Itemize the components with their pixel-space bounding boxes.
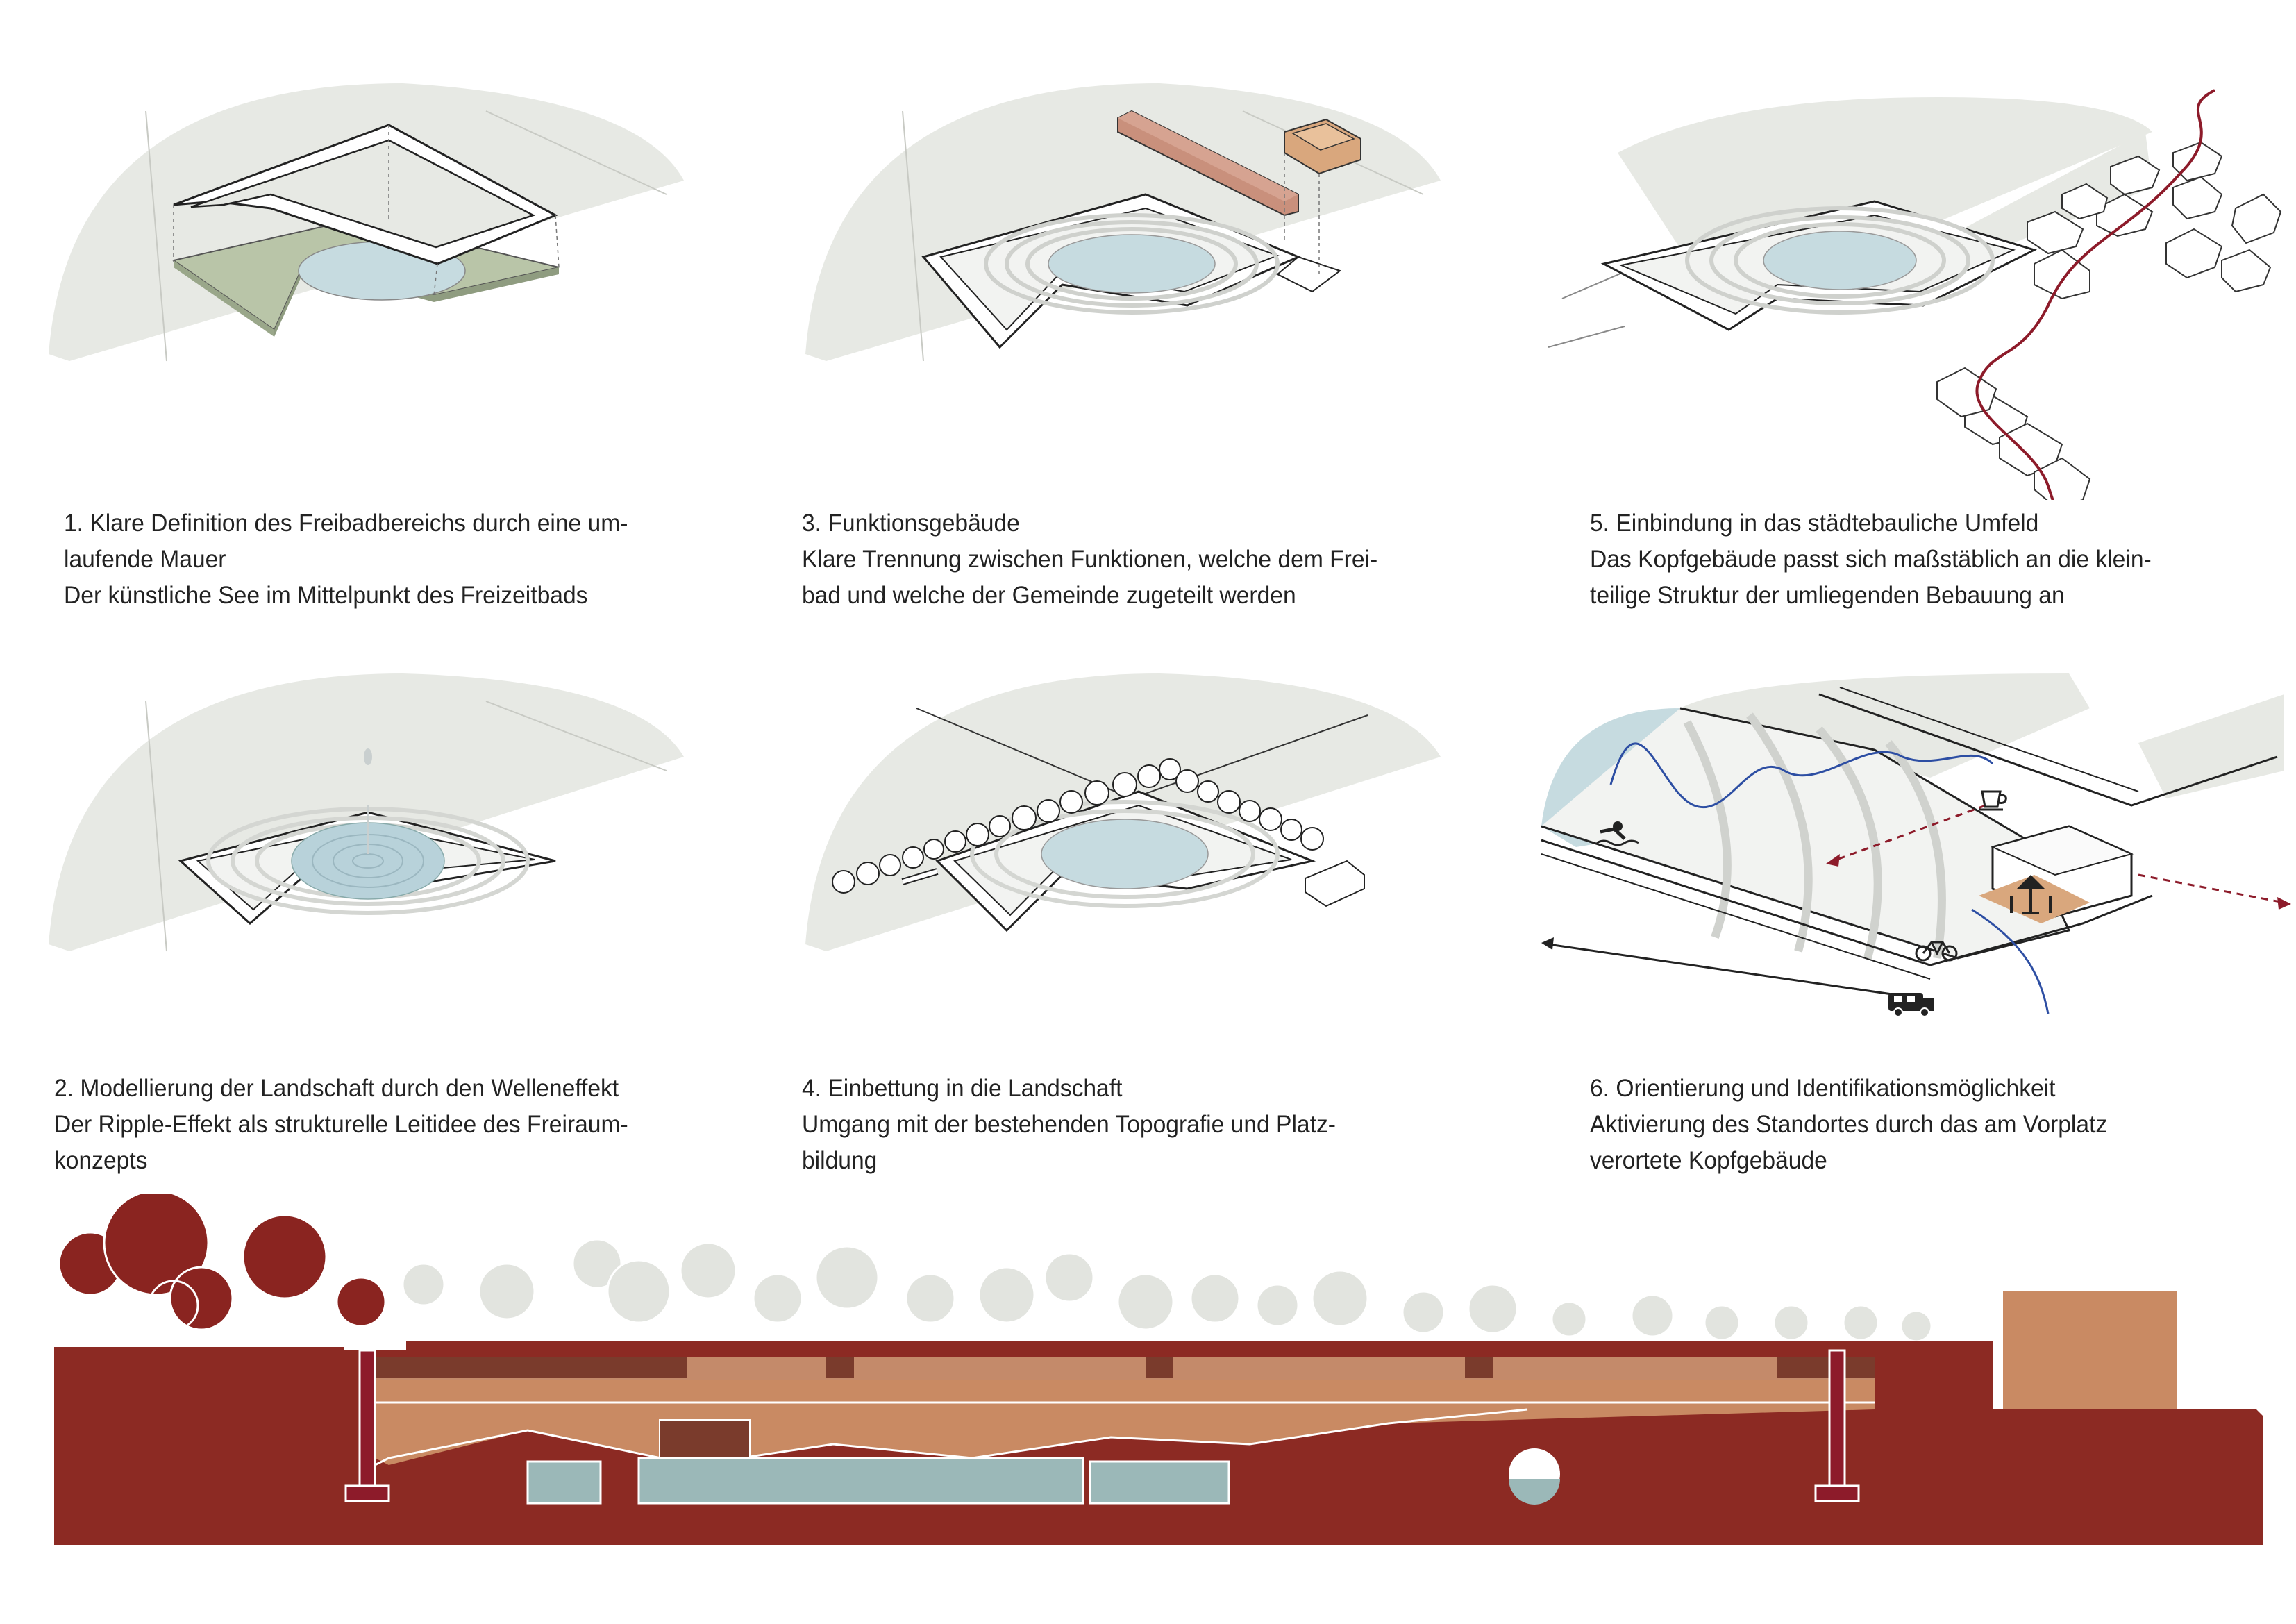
diagram-6-orientation [1541,667,2291,1041]
lake [1048,234,1216,294]
camper-van-icon [1888,993,1934,1017]
cafe-table-icon [2010,875,2052,914]
caption-line: 5. Einbindung in das städtebauliche Umfe… [1590,510,2039,537]
caption-line: 6. Orientierung und Identifikationsmögli… [1590,1075,2056,1102]
boundary-walls [344,1349,1860,1502]
caption-line: 4. Einbettung in die Landschaft [802,1075,1123,1102]
caption-line: laufende Mauer [64,546,226,573]
caption-line: Aktivierung des Standortes durch das am … [1590,1111,2108,1138]
walk-route [1971,908,2050,1014]
caption-line: Klare Trennung zwischen Funktionen, welc… [802,546,1378,573]
pool-building-section [659,1419,751,1459]
trees-red [58,1189,387,1331]
caption-line: 2. Modellierung der Landschaft durch den… [54,1075,619,1102]
caption-1: 1. Klare Definition des Freibadbereichs … [64,505,730,614]
diagram-5-urban-context [1548,83,2284,500]
diagram-4-landscape-embedding [798,653,1465,972]
lake [1041,819,1209,889]
site-section-drawing [0,1189,2296,1559]
trees-grey [401,1238,1933,1343]
caption-line: 1. Klare Definition des Freibadbereichs … [64,510,628,537]
caption-5: 5. Einbindung in das städtebauliche Umfe… [1590,505,2256,614]
red-boundary-line [1975,89,2215,500]
swimmer-icon [1596,821,1639,846]
bicycle-icon [1915,941,1958,962]
road-arrow [1548,943,1931,1001]
caption-line: 3. Funktionsgebäude [802,510,1020,537]
pools [526,1457,1230,1505]
caption-line: Das Kopfgebäude passt sich maßstäblich a… [1590,546,2152,573]
diagram-2-ripple-effect [42,653,708,972]
caption-line: Umgang mit der bestehenden Topografie un… [802,1111,1336,1138]
tree-row [832,758,1324,894]
caption-6: 6. Orientierung und Identifikationsmögli… [1590,1071,2256,1179]
diagram-1-boundary-wall [42,83,708,382]
caption-4: 4. Einbettung in die Landschaft Umgang m… [802,1071,1468,1179]
caption-line: bad und welche der Gemeinde zugeteilt we… [802,582,1296,609]
lake [1763,231,1917,290]
diagram-3-function-buildings [798,83,1465,382]
caption-line: bildung [802,1147,878,1174]
caption-line: verortete Kopfgebäude [1590,1147,1827,1174]
caption-line: konzepts [54,1147,148,1174]
head-building-section [2003,1291,2177,1409]
sightline-right [2138,873,2285,904]
caption-line: Der Ripple-Effekt als strukturelle Leiti… [54,1111,628,1138]
caption-2: 2. Modellierung der Landschaft durch den… [54,1071,721,1179]
water-drop [364,748,372,765]
swim-route [1609,742,1994,808]
sightline-left [1832,804,1986,862]
caption-line: teilige Struktur der umliegenden Bebauun… [1590,582,2065,609]
coffee-cup-icon [1979,790,2007,811]
caption-line: Der künstliche See im Mittelpunkt des Fr… [64,582,588,609]
caption-3: 3. Funktionsgebäude Klare Trennung zwisc… [802,505,1468,614]
terrace [1979,875,2090,923]
